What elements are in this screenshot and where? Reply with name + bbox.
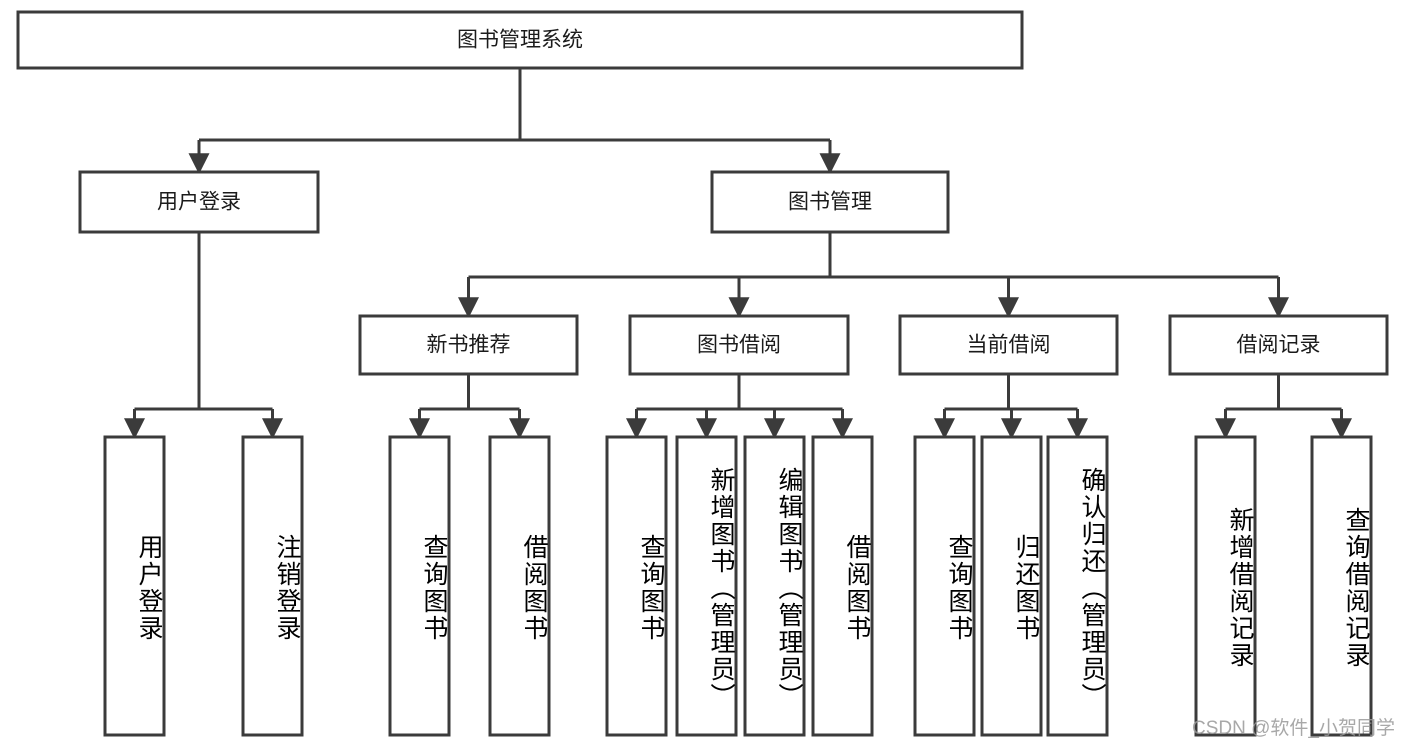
node-leaf-query-book-3-rect (913, 435, 976, 737)
node-user-login[interactable]: 用户登录 (78, 170, 320, 234)
node-root-system[interactable]: 图书管理系统 (16, 10, 1024, 70)
node-leaf-borrow-book-1-rect (488, 435, 551, 737)
node-leaf-edit-book[interactable]: 编辑图书（管理员） (743, 435, 806, 737)
connector-links (124, 68, 1352, 440)
node-book-manage-label: 图书管理 (788, 191, 872, 214)
node-leaf-edit-book-label: 编辑图书（管理员） (775, 466, 803, 710)
node-leaf-add-book-rect (675, 435, 738, 737)
node-leaf-add-book[interactable]: 新增图书（管理员） (675, 435, 738, 737)
node-new-book-recommend[interactable]: 新书推荐 (358, 314, 579, 376)
node-leaf-add-record[interactable]: 新增借阅记录 (1194, 435, 1257, 737)
node-current-borrow[interactable]: 当前借阅 (898, 314, 1119, 376)
node-leaf-query-book-3[interactable]: 查询图书 (913, 435, 976, 737)
node-leaf-borrow-book-1[interactable]: 借阅图书 (488, 435, 551, 737)
node-leaf-logout[interactable]: 注销登录 (241, 435, 304, 737)
node-leaf-confirm-return-rect (1046, 435, 1109, 737)
node-leaf-user-login-label: 用户登录 (135, 534, 163, 642)
csdn-watermark: CSDN @软件_小贺同学 (1192, 718, 1395, 739)
node-leaf-edit-book-rect (743, 435, 806, 737)
node-borrow-record-rect (1168, 314, 1389, 376)
node-leaf-logout-label: 注销登录 (273, 534, 301, 642)
node-leaf-confirm-return-label: 确认归还（管理员） (1078, 466, 1106, 710)
node-leaf-add-book-label: 新增图书（管理员） (707, 466, 735, 710)
node-leaf-query-book-2[interactable]: 查询图书 (605, 435, 668, 737)
node-user-login-rect (78, 170, 320, 234)
node-root-system-rect (16, 10, 1024, 70)
node-leaf-query-record[interactable]: 查询借阅记录 (1310, 435, 1373, 737)
node-leaf-edit-book-label-container: 编辑图书（管理员） (775, 466, 803, 710)
node-leaf-return-book-label-container: 归还图书 (1012, 534, 1040, 642)
node-leaf-logout-rect (241, 435, 304, 737)
node-leaf-add-record-rect (1194, 435, 1257, 737)
node-borrow-record[interactable]: 借阅记录 (1168, 314, 1389, 376)
node-borrow-record-label: 借阅记录 (1237, 334, 1321, 357)
node-leaf-borrow-book-2-label: 借阅图书 (843, 534, 871, 642)
node-new-book-recommend-rect (358, 314, 579, 376)
node-leaf-user-login-label-container: 用户登录 (135, 534, 163, 642)
node-leaf-confirm-return-label-container: 确认归还（管理员） (1078, 466, 1106, 710)
node-leaf-query-book-3-label: 查询图书 (945, 534, 973, 642)
node-current-borrow-label: 当前借阅 (967, 334, 1051, 357)
node-leaf-return-book[interactable]: 归还图书 (980, 435, 1043, 737)
node-current-borrow-rect (898, 314, 1119, 376)
node-leaf-query-book-1-label-container: 查询图书 (420, 534, 448, 642)
node-leaf-query-book-2-label: 查询图书 (637, 534, 665, 642)
node-leaf-query-record-rect (1310, 435, 1373, 737)
node-leaf-add-record-label: 新增借阅记录 (1226, 507, 1254, 669)
node-leaf-return-book-rect (980, 435, 1043, 737)
node-leaf-query-record-label: 查询借阅记录 (1342, 507, 1370, 669)
node-leaf-borrow-book-2[interactable]: 借阅图书 (811, 435, 874, 737)
node-leaf-query-book-1-rect (388, 435, 451, 737)
node-book-manage[interactable]: 图书管理 (710, 170, 950, 234)
node-leaf-logout-label-container: 注销登录 (273, 534, 301, 642)
node-book-manage-rect (710, 170, 950, 234)
node-leaf-user-login[interactable]: 用户登录 (103, 435, 166, 737)
node-leaf-borrow-book-1-label: 借阅图书 (520, 534, 548, 642)
node-leaf-query-book-1[interactable]: 查询图书 (388, 435, 451, 737)
node-leaf-borrow-book-2-label-container: 借阅图书 (843, 534, 871, 642)
node-book-borrow[interactable]: 图书借阅 (628, 314, 850, 376)
node-book-borrow-rect (628, 314, 850, 376)
node-leaf-query-book-2-rect (605, 435, 668, 737)
node-leaf-query-book-2-label-container: 查询图书 (637, 534, 665, 642)
node-leaf-query-book-1-label: 查询图书 (420, 534, 448, 642)
node-book-borrow-label: 图书借阅 (697, 334, 781, 357)
node-root-system-label: 图书管理系统 (457, 29, 583, 52)
node-leaf-borrow-book-1-label-container: 借阅图书 (520, 534, 548, 642)
node-leaf-query-book-3-label-container: 查询图书 (945, 534, 973, 642)
node-leaf-add-record-label-container: 新增借阅记录 (1226, 507, 1254, 669)
node-new-book-recommend-label: 新书推荐 (427, 334, 511, 357)
node-leaf-add-book-label-container: 新增图书（管理员） (707, 466, 735, 710)
node-leaf-confirm-return[interactable]: 确认归还（管理员） (1046, 435, 1109, 737)
node-leaf-user-login-rect (103, 435, 166, 737)
node-leaf-return-book-label: 归还图书 (1012, 534, 1040, 642)
nodes-layer: 图书管理系统用户登录图书管理新书推荐图书借阅当前借阅借阅记录用户登录注销登录查询… (16, 10, 1389, 737)
node-leaf-query-record-label-container: 查询借阅记录 (1342, 507, 1370, 669)
node-user-login-label: 用户登录 (157, 191, 241, 214)
node-leaf-borrow-book-2-rect (811, 435, 874, 737)
